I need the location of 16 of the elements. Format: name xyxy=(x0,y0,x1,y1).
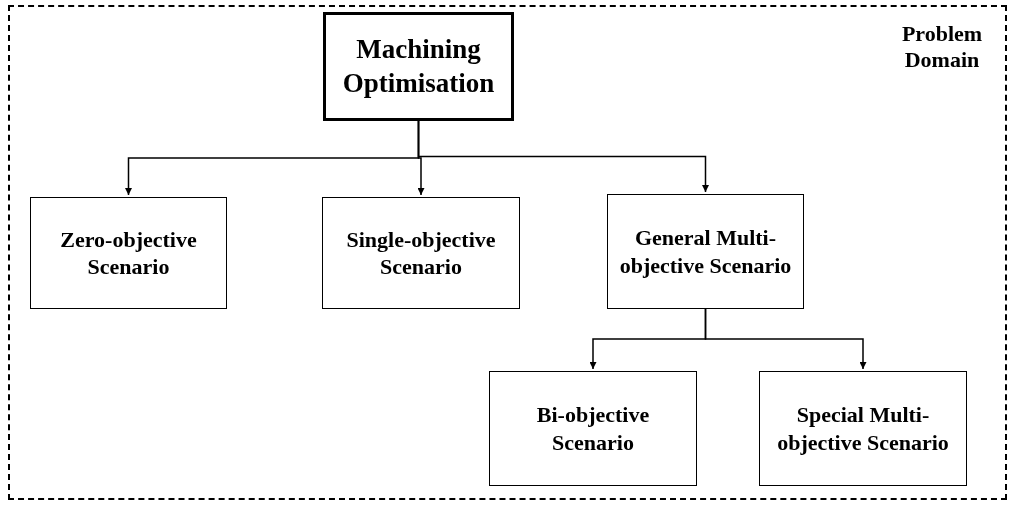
process-box xyxy=(322,197,520,309)
box-label: Special Multi-objective Scenario xyxy=(776,401,950,456)
process-box xyxy=(607,194,804,309)
arrow xyxy=(417,120,709,193)
process-box xyxy=(489,371,697,486)
box-label: Single-objective Scenario xyxy=(345,225,497,281)
arrow xyxy=(704,308,867,370)
box-label: Bi-objective Scenario xyxy=(535,401,651,456)
box-label: General Multi-objective Scenario xyxy=(618,224,793,279)
process-box xyxy=(30,197,227,309)
box-label: Machining Optimisation xyxy=(341,32,496,100)
process-box xyxy=(759,371,967,486)
box-label: Zero-objective Scenario xyxy=(59,225,198,281)
process-box xyxy=(323,12,514,121)
frame-heading: Problem Domain xyxy=(900,21,984,74)
dashed-frame xyxy=(8,5,1007,500)
